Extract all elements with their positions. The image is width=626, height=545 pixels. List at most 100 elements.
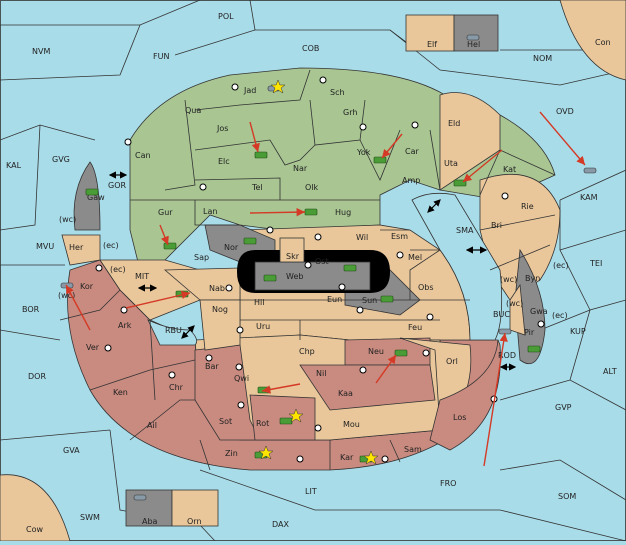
region-eld[interactable] — [439, 92, 501, 191]
svg-text:Hug: Hug — [335, 208, 351, 217]
svg-text:Zin: Zin — [225, 449, 238, 458]
svg-text:Can: Can — [135, 151, 151, 160]
svg-text:Uru: Uru — [256, 322, 270, 331]
svg-text:SMA: SMA — [456, 226, 474, 235]
svg-text:Esm: Esm — [391, 232, 408, 241]
svg-text:Sam: Sam — [404, 445, 422, 454]
region-orn[interactable] — [171, 489, 219, 527]
svg-text:OVD: OVD — [556, 107, 574, 116]
svg-text:RBU: RBU — [165, 326, 182, 335]
svg-text:Tel: Tel — [251, 183, 263, 192]
svg-text:POL: POL — [218, 12, 234, 21]
svg-text:Elf: Elf — [427, 40, 437, 49]
svg-text:Skr: Skr — [286, 252, 300, 261]
svg-text:Mel: Mel — [408, 253, 422, 262]
svg-text:Ost: Ost — [315, 257, 329, 266]
svg-text:Qua: Qua — [185, 106, 201, 115]
svg-text:(ec): (ec) — [103, 241, 119, 250]
svg-text:(wc): (wc) — [506, 299, 523, 308]
svg-text:COB: COB — [302, 44, 319, 53]
svg-text:(ec): (ec) — [553, 261, 569, 270]
region-nog[interactable] — [199, 299, 241, 351]
svg-text:Eun: Eun — [327, 295, 342, 304]
svg-text:Chr: Chr — [169, 383, 184, 392]
svg-text:Qwi: Qwi — [234, 374, 249, 383]
svg-text:Kor: Kor — [80, 282, 94, 291]
svg-text:Bar: Bar — [205, 362, 219, 371]
region-pir[interactable] — [514, 248, 546, 365]
svg-text:FRO: FRO — [440, 479, 456, 488]
region-skr[interactable] — [279, 237, 305, 263]
internal-borders — [59, 69, 556, 471]
svg-text:KAL: KAL — [6, 161, 22, 170]
svg-text:SWM: SWM — [80, 513, 100, 522]
svg-text:Los: Los — [453, 413, 466, 422]
svg-text:Ken: Ken — [113, 388, 128, 397]
svg-text:Olk: Olk — [305, 183, 319, 192]
svg-text:SOM: SOM — [558, 492, 576, 501]
svg-text:Aba: Aba — [142, 517, 158, 526]
region-east[interactable] — [479, 173, 561, 301]
star-markers — [258, 79, 379, 465]
svg-text:Orn: Orn — [187, 517, 202, 526]
region-kaa[interactable] — [299, 364, 436, 411]
svg-text:TEI: TEI — [589, 259, 602, 268]
svg-text:Jos: Jos — [216, 124, 228, 133]
svg-text:NOM: NOM — [533, 54, 552, 63]
svg-text:Hil: Hil — [254, 298, 264, 307]
region-hel[interactable] — [453, 14, 499, 52]
svg-text:Pir: Pir — [524, 328, 535, 337]
svg-text:Her: Her — [69, 243, 84, 252]
svg-text:GVA: GVA — [63, 446, 80, 455]
svg-text:Gaw: Gaw — [87, 193, 105, 202]
svg-text:DOR: DOR — [28, 372, 46, 381]
continent — [61, 67, 561, 471]
region-aba[interactable] — [125, 489, 173, 527]
svg-text:KUP: KUP — [570, 327, 586, 336]
svg-text:Lan: Lan — [203, 207, 217, 216]
svg-text:Bri: Bri — [491, 221, 502, 230]
svg-text:Wil: Wil — [356, 233, 368, 242]
svg-text:Rot: Rot — [256, 419, 269, 428]
region-gaw[interactable] — [73, 161, 101, 231]
svg-text:Nar: Nar — [293, 164, 308, 173]
svg-text:Hel: Hel — [467, 40, 480, 49]
region-los[interactable] — [429, 339, 501, 451]
region-her[interactable] — [61, 234, 101, 266]
svg-text:Obs: Obs — [418, 283, 434, 292]
adjacency-arrows — [108, 171, 517, 371]
svg-text:LIT: LIT — [305, 487, 317, 496]
svg-text:NVM: NVM — [32, 47, 50, 56]
svg-text:Kaa: Kaa — [338, 389, 353, 398]
region-elf[interactable] — [405, 14, 455, 52]
svg-text:Nil: Nil — [316, 369, 326, 378]
svg-text:ALT: ALT — [603, 367, 617, 376]
svg-text:Sot: Sot — [219, 417, 232, 426]
svg-text:(ec): (ec) — [552, 311, 568, 320]
svg-text:(wc): (wc) — [58, 291, 75, 300]
region-gwa[interactable] — [509, 283, 526, 336]
svg-text:Con: Con — [595, 38, 611, 47]
svg-text:(wc): (wc) — [500, 275, 517, 284]
svg-text:GVG: GVG — [52, 155, 70, 164]
svg-text:BOR: BOR — [22, 305, 40, 314]
move-arrows — [65, 111, 586, 467]
svg-text:Kar: Kar — [340, 453, 354, 462]
svg-text:Gwa: Gwa — [530, 307, 548, 316]
svg-text:Kat: Kat — [503, 165, 516, 174]
svg-text:Elc: Elc — [218, 157, 230, 166]
svg-text:(ec): (ec) — [110, 265, 126, 274]
svg-text:Gur: Gur — [158, 208, 173, 217]
svg-text:Web: Web — [286, 272, 303, 281]
region-rot[interactable] — [249, 394, 316, 441]
svg-text:Cow: Cow — [26, 525, 43, 534]
svg-text:Amp: Amp — [402, 176, 420, 185]
svg-text:Car: Car — [405, 147, 419, 156]
svg-text:Ver: Ver — [86, 343, 100, 352]
svg-text:GOR: GOR — [108, 181, 126, 190]
svg-text:Chp: Chp — [299, 347, 315, 356]
svg-text:BUC: BUC — [493, 310, 510, 319]
